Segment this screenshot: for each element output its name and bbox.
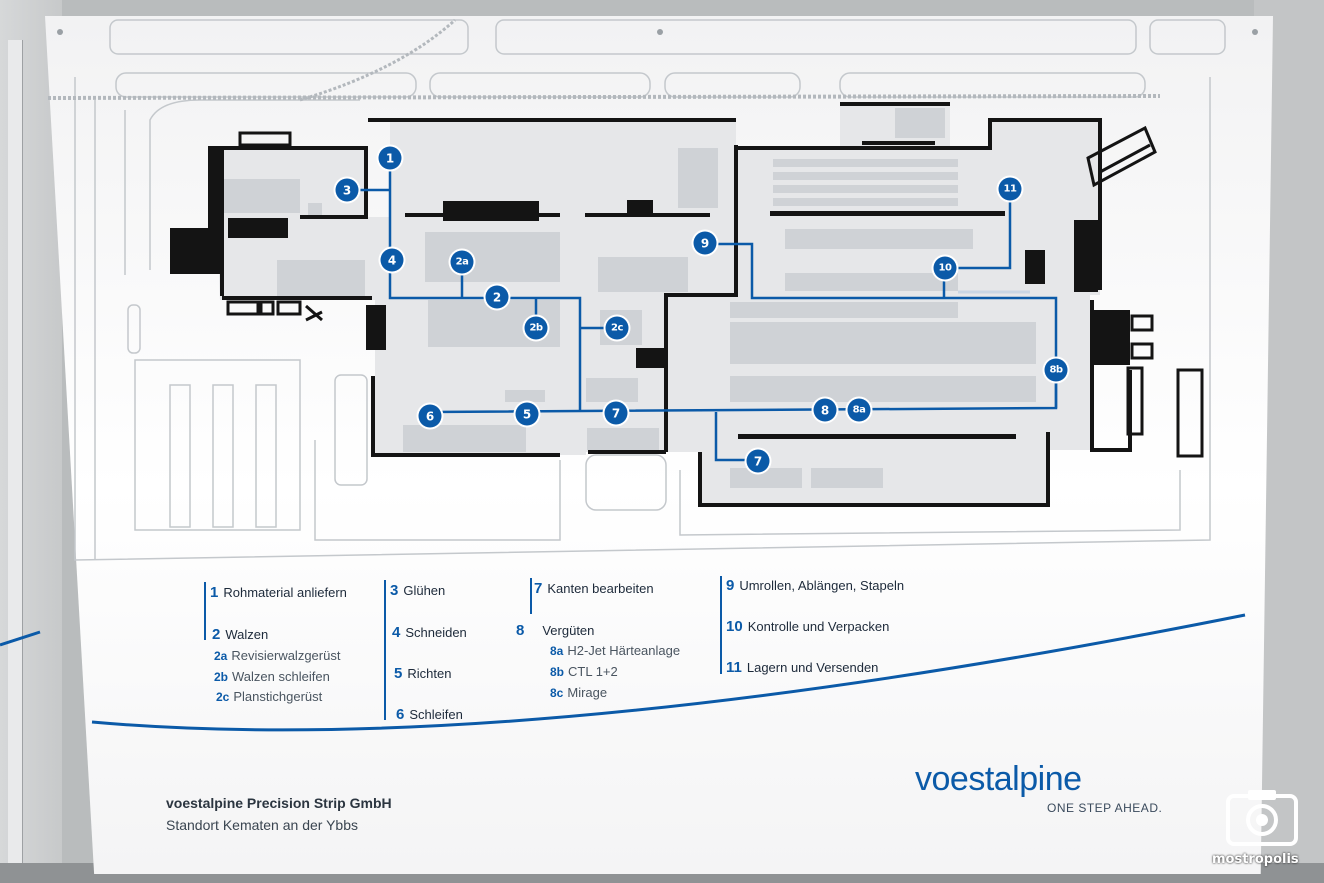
node-2c[interactable]: 2c <box>605 316 629 340</box>
node-8a[interactable]: 8a <box>847 398 871 422</box>
legend-bar-3 <box>530 578 532 614</box>
node-7-lower[interactable]: 7 <box>746 449 770 473</box>
railway-track <box>47 94 1161 100</box>
legend-bar-2 <box>384 580 386 720</box>
company-name: voestalpine Precision Strip GmbH <box>166 795 392 811</box>
legend-bar-4 <box>720 576 722 674</box>
building-walls <box>220 102 1132 507</box>
node-2a[interactable]: 2a <box>450 250 474 274</box>
node-9[interactable]: 9 <box>693 231 717 255</box>
node-2[interactable]: 2 <box>485 285 509 309</box>
node-3[interactable]: 3 <box>335 178 359 202</box>
node-2b[interactable]: 2b <box>524 316 548 340</box>
site-location: Standort Kematen an der Ybbs <box>166 817 358 833</box>
node-1[interactable]: 1 <box>378 146 402 170</box>
brand-tagline: ONE STEP AHEAD. <box>1047 801 1163 815</box>
parking-lots <box>169 384 277 528</box>
node-8[interactable]: 8 <box>813 398 837 422</box>
neighbor-board-edge <box>8 40 23 880</box>
node-11[interactable]: 11 <box>998 177 1022 201</box>
node-4[interactable]: 4 <box>380 248 404 272</box>
legend-bar-1 <box>204 582 206 640</box>
neighbor-swoosh <box>0 630 41 647</box>
node-7[interactable]: 7 <box>604 401 628 425</box>
outbuildings <box>226 125 1204 458</box>
roads <box>74 19 1226 561</box>
node-10[interactable]: 10 <box>933 256 957 280</box>
brand-logo: voestalpine <box>915 760 1082 798</box>
wall-blocks <box>170 131 1130 439</box>
wall-left <box>0 0 62 883</box>
mounting-screws <box>57 29 1258 35</box>
node-8b[interactable]: 8b <box>1044 358 1068 382</box>
watermark-text: mostropolis <box>1212 852 1299 867</box>
brand-swoosh <box>91 613 1246 732</box>
node-5[interactable]: 5 <box>515 402 539 426</box>
railway-spur <box>299 18 457 102</box>
camera-watermark-icon <box>1226 790 1298 846</box>
node-6[interactable]: 6 <box>418 404 442 428</box>
